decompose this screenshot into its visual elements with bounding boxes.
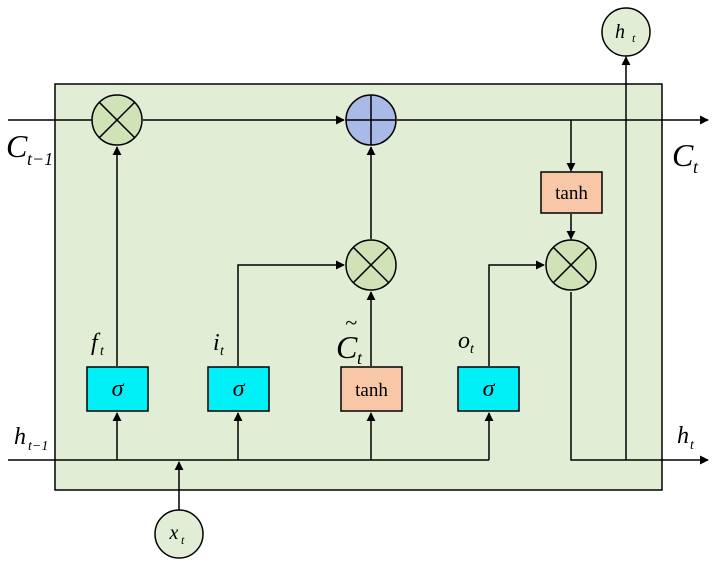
multiply-op-forget — [91, 94, 143, 146]
h-out-label: h t — [677, 423, 695, 453]
multiply-op-input — [345, 239, 397, 291]
ctilde-sub: t — [357, 348, 363, 368]
h-top-main: h — [615, 21, 625, 43]
i-sub: t — [220, 344, 225, 359]
h-top-node: h t — [601, 7, 651, 57]
c-out-sub: t — [693, 157, 699, 177]
connections — [8, 56, 709, 510]
h-prev-label: h t−1 — [14, 424, 48, 454]
i-main: i — [213, 330, 220, 356]
output-gate: σ — [457, 366, 520, 412]
o-label: o t — [458, 328, 475, 357]
input-gate-label: σ — [233, 376, 246, 402]
hidden-out-line — [570, 292, 709, 465]
o-sub: t — [470, 342, 475, 357]
ctilde-main: C — [336, 329, 358, 365]
x-input-node: x t — [154, 509, 204, 559]
candidate-gate: tanh — [340, 366, 403, 412]
output-gate-label: σ — [483, 376, 496, 402]
h-prev-sub: t−1 — [28, 439, 48, 454]
forget-gate: σ — [86, 366, 149, 412]
o-main: o — [458, 328, 470, 354]
c-out-main: C — [672, 137, 694, 173]
c-prev-main: C — [6, 128, 28, 164]
h-prev-main: h — [14, 424, 26, 450]
i-label: i t — [213, 330, 225, 359]
multiply-op-output — [545, 239, 597, 291]
h-out-sub: t — [690, 438, 695, 453]
c-out-label: C t — [672, 137, 699, 177]
f-main: f — [91, 330, 101, 356]
c-prev-label: C t−1 — [6, 128, 53, 169]
x-main: x — [169, 522, 179, 544]
x-sub: t — [181, 533, 185, 547]
candidate-gate-label: tanh — [355, 380, 388, 401]
f-label: f t — [91, 330, 105, 359]
add-op — [345, 94, 397, 146]
input-out-line — [237, 260, 345, 366]
output-out-line — [488, 260, 545, 366]
h-top-sub: t — [632, 31, 636, 45]
ctilde-label: ~ C t — [336, 310, 363, 368]
cell-tanh-box: tanh — [540, 171, 603, 214]
ctilde-tilde: ~ — [345, 310, 357, 335]
h-out-main: h — [677, 423, 689, 449]
f-sub: t — [100, 344, 105, 359]
input-gate: σ — [207, 366, 270, 412]
forget-gate-label: σ — [112, 376, 125, 402]
cell-tanh-label: tanh — [555, 183, 588, 204]
c-prev-sub: t−1 — [27, 149, 53, 169]
